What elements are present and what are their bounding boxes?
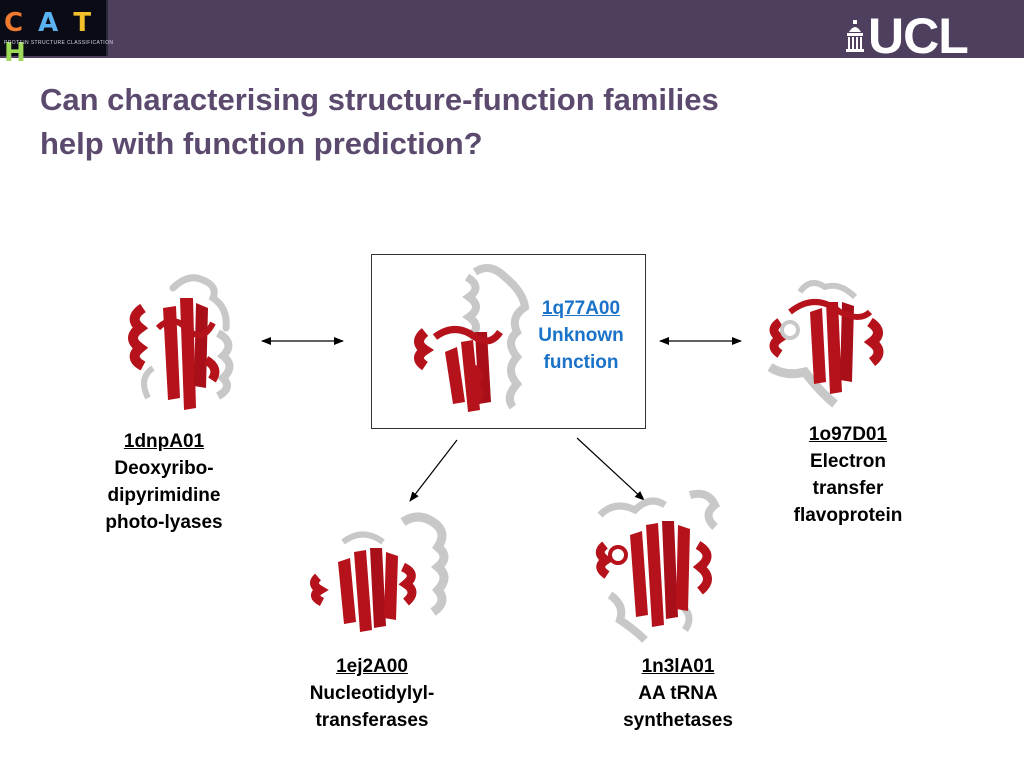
header-bar: C A T H PROTEIN STRUCTURE CLASSIFICATION… — [0, 0, 1024, 68]
cath-letter-a: A — [38, 8, 62, 38]
label-1ej2A00: 1ej2A00 Nucleotidylyl- transferases — [290, 653, 454, 734]
title-line-2: help with function prediction? — [40, 126, 483, 161]
cath-subtitle: PROTEIN STRUCTURE CLASSIFICATION — [4, 40, 114, 46]
center-label-line-2: function — [543, 352, 619, 373]
protein-structure-1ej2A00 — [310, 512, 449, 632]
center-label-line-1: Unknown — [538, 325, 624, 346]
label-1ej2A00-line-1: Nucleotidylyl- — [309, 683, 435, 704]
label-1dnpA01-line-2: dipyrimidine — [107, 485, 221, 506]
cath-logo[interactable]: C A T H PROTEIN STRUCTURE CLASSIFICATION — [0, 0, 113, 68]
ucl-portico-icon — [846, 20, 864, 52]
label-1o97D01: 1o97D01 Electron transfer flavoprotein — [770, 421, 926, 529]
title-line-1: Can characterising structure-function fa… — [40, 82, 719, 117]
code-1ej2A00: 1ej2A00 — [336, 656, 408, 677]
cath-letter-h: H — [4, 38, 29, 68]
protein-structure-1q77A00 — [414, 264, 530, 412]
cath-letter-t: T — [73, 8, 95, 38]
cath-letter-c: C — [4, 8, 27, 38]
arrow-down-right — [576, 437, 645, 501]
label-1n3lA01-line-2: synthetases — [623, 710, 733, 731]
protein-structure-1dnpA01 — [128, 274, 234, 410]
code-1o97D01: 1o97D01 — [808, 424, 888, 445]
code-1dnpA01: 1dnpA01 — [123, 431, 205, 452]
label-1o97D01-line-1: Electron — [809, 451, 887, 472]
label-1n3lA01-line-1: AA tRNA — [638, 683, 718, 704]
label-1dnpA01-line-1: Deoxyribo- — [114, 458, 214, 479]
label-1n3lA01: 1n3lA01 AA tRNA synthetases — [600, 653, 756, 734]
label-1o97D01-line-2: transfer — [812, 478, 884, 499]
center-label-1q77A00: 1q77A00 Unknown function — [525, 295, 637, 376]
protein-structure-1o97D01 — [767, 280, 884, 408]
label-1ej2A00-line-2: transferases — [315, 710, 429, 731]
arrow-down-left — [409, 439, 458, 502]
label-1dnpA01-line-3: photo-lyases — [105, 512, 223, 533]
label-1dnpA01: 1dnpA01 Deoxyribo- dipyrimidine photo-ly… — [84, 428, 244, 536]
link-1q77A00[interactable]: 1q77A00 — [541, 298, 621, 319]
slide-title: Can characterising structure-function fa… — [40, 78, 940, 166]
ucl-logo[interactable]: UCL — [846, 8, 996, 64]
code-1n3lA01: 1n3lA01 — [641, 656, 715, 677]
label-1o97D01-line-3: flavoprotein — [793, 505, 903, 526]
ucl-wordmark: UCL — [868, 8, 969, 64]
protein-structure-1n3lA01 — [595, 489, 720, 643]
